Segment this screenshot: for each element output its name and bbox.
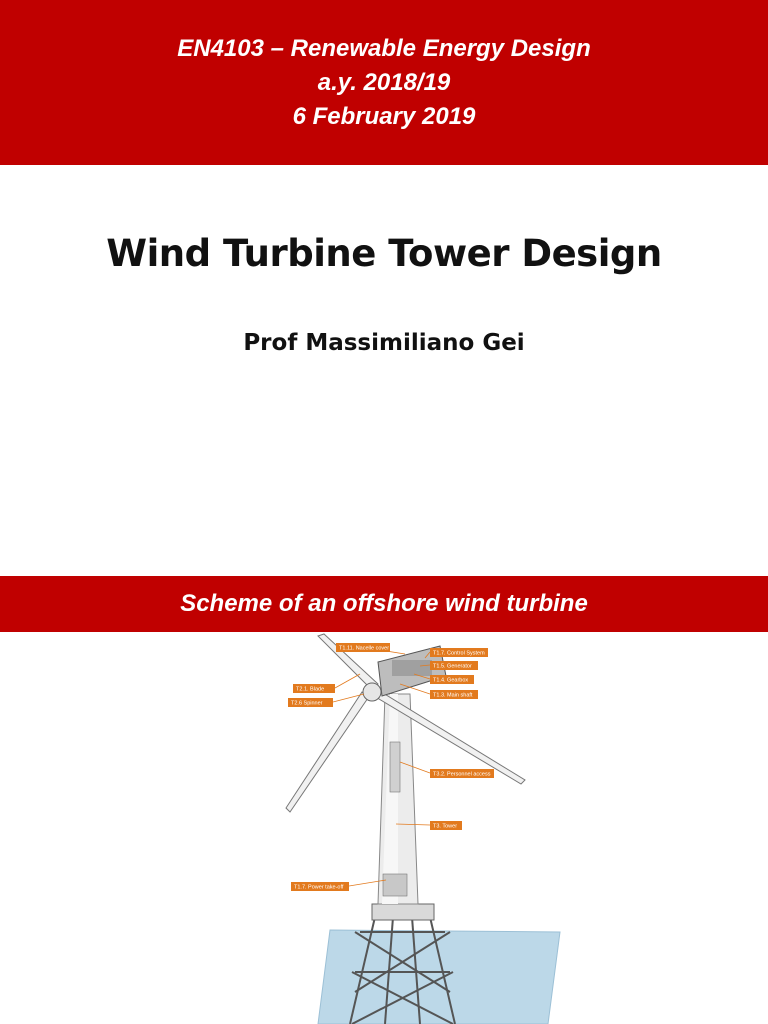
svg-text:T2.1. Blade: T2.1. Blade [296,687,324,693]
academic-year: a.y. 2018/19 [317,68,451,96]
label-control-system: T1.7. Control System [430,648,488,657]
blade-left-up [317,633,379,691]
label-blade: T2.1. Blade [293,684,335,693]
leader-lines [332,647,431,887]
label-tower: T3. Tower [430,821,462,830]
header-banner: EN4103 – Renewable Energy Design a.y. 20… [0,0,768,165]
label-personnel-access: T3.2. Personnel access [430,769,494,778]
svg-text:T2.6 Spinner: T2.6 Spinner [291,701,323,707]
jacket-foundation [349,916,456,1024]
sea-surface [317,929,561,1024]
lecture-date: 6 February 2019 [292,102,476,130]
section-banner: Scheme of an offshore wind turbine [0,576,768,632]
blade-left-down [285,691,369,813]
author-name: Prof Massimiliano Gei [243,330,525,356]
label-power-take-off: T1.7. Power take-off [291,882,349,891]
svg-text:T1.5. Generator: T1.5. Generator [433,664,472,670]
page-title: Wind Turbine Tower Design [106,232,662,275]
label-main-shaft: T1.3. Main shaft [430,690,478,699]
svg-text:T1.11. Nacelle cover: T1.11. Nacelle cover [339,646,389,652]
spinner [362,682,382,702]
label-nacelle-cover: T1.11. Nacelle cover [336,643,390,652]
label-gearbox: T1.4. Gearbox [430,675,474,684]
svg-text:T3. Tower: T3. Tower [433,824,457,830]
course-title: EN4103 – Renewable Energy Design [177,34,591,62]
personnel-access [389,741,401,793]
power-take-off [382,873,408,897]
svg-text:T3.2. Personnel access: T3.2. Personnel access [433,772,491,778]
svg-text:T1.4. Gearbox: T1.4. Gearbox [433,678,468,684]
wind-turbine-scheme: T1.11. Nacelle cover T1.7. Control Syste… [285,633,561,1024]
label-generator: T1.5. Generator [430,661,478,670]
section-heading: Scheme of an offshore wind turbine [180,590,588,617]
label-spinner: T2.6 Spinner [288,698,333,707]
transition-piece [371,903,435,921]
svg-text:T1.7. Power take-off: T1.7. Power take-off [294,885,344,891]
svg-text:T1.7. Control System: T1.7. Control System [433,651,485,657]
svg-text:T1.3. Main shaft: T1.3. Main shaft [433,693,473,699]
